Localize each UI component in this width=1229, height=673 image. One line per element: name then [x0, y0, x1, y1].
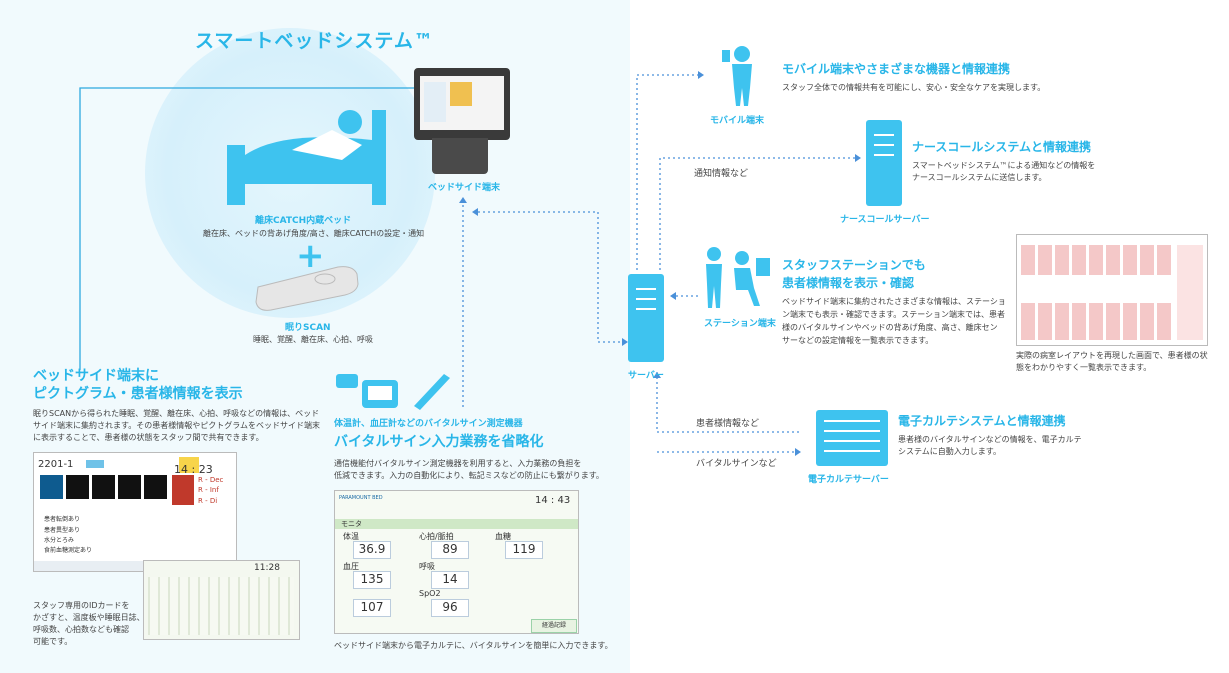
line-emr-to-server — [656, 372, 800, 433]
chart-screen-time: 11:28 — [254, 563, 280, 573]
emr-body-1: 患者様のバイタルサインなどの情報を、電子カルテ — [898, 435, 1082, 444]
alert-row-1: 患者転倒あり — [44, 516, 81, 523]
station-caption-1: 実際の病室レイアウトを再現した画面で、患者様の状 — [1016, 351, 1208, 360]
vital-input-screen: PARAMOUNT BED 14 : 43 モニタ 体温 36.9 心拍/脈拍 … — [334, 490, 579, 634]
emr-server-icon — [816, 410, 888, 466]
temp-value[interactable]: 36.9 — [353, 541, 391, 559]
pictogram-tile — [40, 475, 63, 499]
bed-description: 離在床、ベッドの背あげ角度/高さ、離床CATCHの設定・通知 — [203, 229, 425, 238]
nurse-call-server-icon — [866, 120, 902, 206]
emr-heading: 電子カルテシステムと情報連携 — [898, 414, 1066, 428]
vital-body-2: 低減できます。入力の自動化により、転記ミスなどの防止にも繋がります。 — [334, 471, 604, 480]
vital-screen-monitor: モニタ — [341, 520, 362, 528]
bp-label: 血圧 — [343, 562, 359, 571]
vital-heading: バイタルサイン入力業務を省略化 — [334, 434, 544, 450]
station-body-2: ン端末でも表示・確認できます。ステーション端末では、患者 — [782, 310, 1006, 319]
bedside-screen-sample: 2201-1 14 : 23 R - Dec R - Inf R - Di 患者… — [33, 452, 237, 572]
emr-body-2: システムに自動入力します。 — [898, 447, 1001, 456]
station-caption-2: 態をわかりやすく一覧表示できます。 — [1016, 363, 1152, 372]
vital-body-1: 通信機能付バイタルサイン測定機器を利用すると、入力業務の負担を — [334, 459, 582, 468]
spo2-value[interactable]: 96 — [431, 599, 469, 617]
bedside-terminal-reader — [432, 138, 488, 174]
glucose-value[interactable]: 119 — [505, 541, 543, 559]
red-note-2: R - Inf — [198, 486, 219, 494]
alert-row-4: 食前血糖測定あり — [44, 547, 93, 554]
pictogram-body-1: 眠りSCANから得られた睡眠、覚醒、離在床、心拍、呼吸などの情報は、ベッド — [33, 409, 320, 418]
bed-label: 離床CATCH内蔵ベッド — [255, 216, 352, 226]
page-title: スマートベッドシステム™ — [195, 30, 434, 52]
glucose-label: 血糖 — [495, 532, 511, 541]
mobile-staff-icon — [722, 46, 752, 106]
room-number: 2201-1 — [38, 459, 74, 470]
sleep-scan-sensor-icon — [255, 266, 359, 311]
nurse-arrow-label: 通知情報など — [694, 169, 749, 179]
line-bedside-to-pictogram — [79, 87, 420, 370]
bedside-label: ベッドサイド端末 — [428, 183, 501, 193]
nurse-body-1: スマートベッドシステム™による通知などの情報を — [912, 161, 1096, 170]
id-card-note-4: 可能です。 — [33, 637, 73, 646]
station-heading-2: 患者様情報を表示・確認 — [782, 276, 915, 290]
bed-icon — [227, 110, 386, 205]
vital-screen-time: 14 : 43 — [535, 495, 571, 506]
mobile-heading: モバイル端末やさまざまな機器と情報連携 — [782, 62, 1011, 76]
bp-high-value[interactable]: 135 — [353, 571, 391, 589]
red-note-3: R - Di — [198, 497, 218, 505]
pictogram-heading-1: ベッドサイド端末に — [33, 368, 159, 384]
emr-arrow-label-1: 患者様情報など — [696, 419, 760, 429]
pictogram-body-3: に表示することで、患者様の状態をスタッフ間で共有できます。 — [33, 433, 264, 442]
red-note-1: R - Dec — [198, 476, 224, 484]
emr-arrow-label-2: バイタルサインなど — [696, 459, 777, 469]
pictogram-body-2: サイド端末に集約されます。その患者様情報やピクトグラムをベッドサイド端末 — [33, 421, 320, 430]
scan-label: 眠りSCAN — [285, 323, 331, 333]
line-server-to-mobile — [636, 74, 698, 270]
save-record-button[interactable]: 経過記録 — [531, 619, 577, 633]
pictogram-heading-2: ピクトグラム・患者様情報を表示 — [33, 386, 243, 402]
server-icon — [628, 274, 664, 362]
mobile-label: モバイル端末 — [710, 116, 765, 126]
emr-server-label: 電子カルテサーバー — [808, 475, 889, 485]
station-body-3: 様のバイタルサインやベッドの背あげ角度、高さ、離床セン — [782, 323, 998, 332]
id-card-note-1: スタッフ専用のIDカードを — [33, 601, 130, 610]
screen-time: 14 : 23 — [174, 463, 213, 476]
resp-label: 呼吸 — [419, 562, 435, 571]
vital-caption: ベッドサイド端末から電子カルテに、バイタルサインを簡単に入力できます。 — [334, 641, 613, 650]
line-server-to-nurse — [659, 157, 855, 270]
vital-screen-brand: PARAMOUNT BED — [339, 495, 383, 501]
nurse-heading: ナースコールシステムと情報連携 — [912, 140, 1092, 154]
server-label: サーバー — [628, 371, 664, 381]
line-bedside-to-server — [478, 211, 622, 343]
station-heading-1: スタッフステーションでも — [782, 258, 926, 272]
mobile-body: スタッフ全体での情報共有を可能にし、安心・安全なケアを実現します。 — [782, 83, 1046, 92]
temperature-chart-screen: 11:28 — [143, 560, 300, 640]
nurse-server-label: ナースコールサーバー — [840, 215, 930, 225]
vital-device-label: 体温計、血圧計などのバイタルサイン測定機器 — [334, 419, 523, 429]
station-staff-icon — [706, 247, 770, 308]
alert-row-3: 水分とろみ — [44, 537, 75, 544]
resp-value[interactable]: 14 — [431, 571, 469, 589]
alert-row-2: 患者異型あり — [44, 527, 81, 534]
scan-description: 睡眠、覚醒、離在床、心拍、呼吸 — [253, 335, 373, 344]
station-layout-screen — [1016, 234, 1208, 346]
id-card-note-3: 呼吸数、心拍数なども確認 — [33, 625, 129, 634]
pulse-value[interactable]: 89 — [431, 541, 469, 559]
plus-sign: + — [296, 236, 325, 276]
vital-devices-icon — [336, 374, 450, 410]
station-body-1: ベッドサイド端末に集約されたさまざまな情報は、ステーショ — [782, 297, 1006, 306]
pulse-label: 心拍/脈拍 — [419, 532, 454, 541]
nurse-body-2: ナースコールシステムに送信します。 — [912, 173, 1047, 182]
bedside-terminal-device — [414, 68, 510, 140]
id-card-note-2: かざすと、温度板や睡眠日誌、 — [33, 613, 145, 622]
station-body-4: サーなどの設定情報を一覧表示できます。 — [782, 336, 934, 345]
temp-label: 体温 — [343, 532, 359, 541]
station-label: ステーション端末 — [704, 319, 776, 329]
spo2-label: SpO2 — [419, 589, 441, 598]
bp-low-value[interactable]: 107 — [353, 599, 391, 617]
